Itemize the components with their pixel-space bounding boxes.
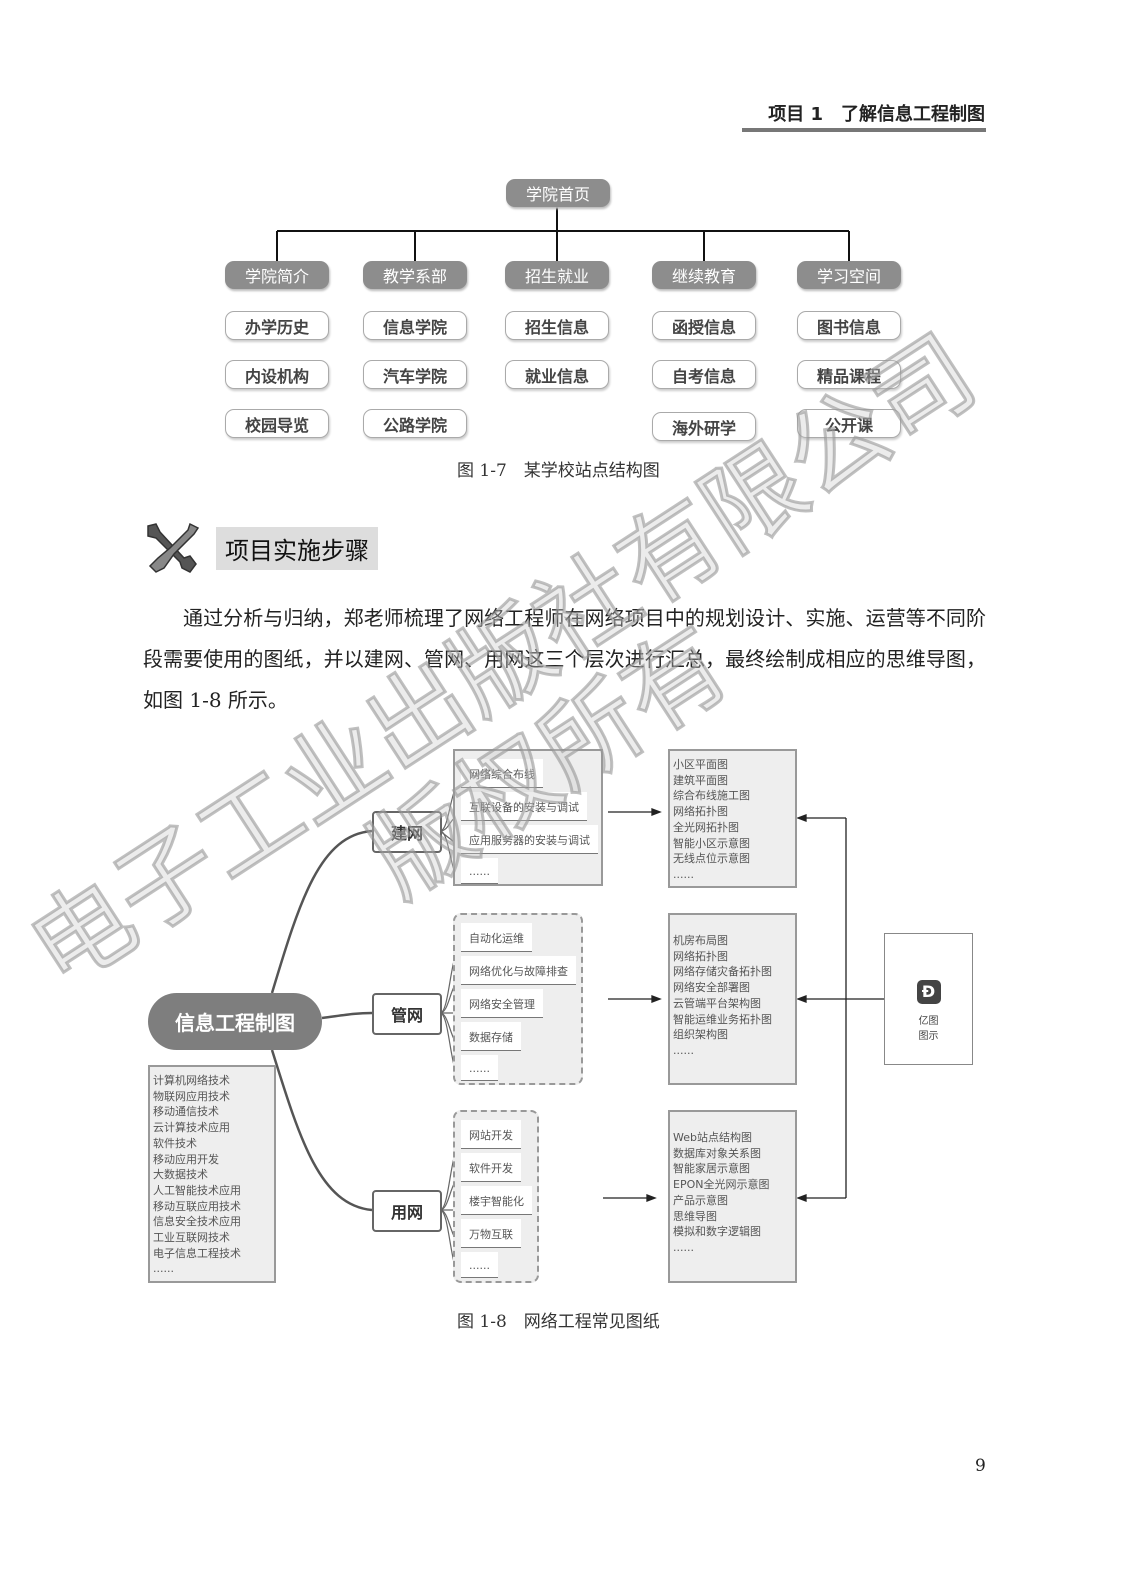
drawing-item: 综合布线施工图 (673, 789, 750, 803)
tree-page-node: 就业信息 (505, 360, 609, 389)
drawing-item: EPON全光网示意图 (673, 1178, 770, 1192)
major-item: 物联网应用技术 (153, 1089, 230, 1103)
drawing-item: 网络拓扑图 (673, 805, 728, 819)
drawing-list: 机房布局图网络拓扑图网络存储灾备拓扑图网络安全部署图云管端平台架构图智能运维业务… (668, 913, 797, 1085)
tree-page-node: 办学历史 (225, 311, 329, 340)
drawing-item: 全光网拓扑图 (673, 820, 739, 834)
task-item: 网络优化与故障排查 (461, 956, 576, 985)
drawing-item: 模拟和数字逻辑图 (673, 1225, 761, 1239)
task-group: 自动化运维网络优化与故障排查网络安全管理数据存储...... (453, 913, 583, 1085)
task-item: ...... (461, 1055, 498, 1081)
task-item: ...... (461, 858, 498, 884)
tree-page-node: 海外研学 (652, 412, 756, 441)
edraw-label-2: 图示 (918, 1031, 939, 1042)
branch-node-1: 管网 (372, 993, 442, 1035)
tree-category-node: 继续教育 (652, 261, 756, 289)
drawing-item: ...... (673, 1043, 694, 1057)
major-item: 云计算技术应用 (153, 1121, 230, 1135)
drawing-item: 智能家居示意图 (673, 1162, 750, 1176)
tree-root-node: 学院首页 (506, 179, 610, 207)
drawing-list: 小区平面图建筑平面图综合布线施工图网络拓扑图全光网拓扑图智能小区示意图无线点位示… (668, 749, 797, 888)
drawing-item: 思维导图 (673, 1209, 717, 1223)
drawing-item: ...... (673, 1240, 694, 1254)
task-group: 网站开发软件开发楼宇智能化万物互联...... (453, 1110, 539, 1283)
tree-category-node: 学习空间 (797, 261, 901, 289)
task-item: 应用服务器的安装与调试 (461, 825, 598, 854)
tree-page-node: 汽车学院 (363, 360, 467, 389)
tree-category-node: 学院简介 (225, 261, 329, 289)
tree-page-node: 公开课 (797, 409, 901, 438)
figure-caption-1-7: 图 1-7 某学校站点结构图 (457, 461, 660, 481)
drawing-item: 网络拓扑图 (673, 949, 728, 963)
drawing-item: ...... (673, 867, 694, 881)
task-item: 网络综合布线 (461, 759, 543, 788)
section-title: 项目实施步骤 (216, 527, 378, 570)
drawing-item: 智能运维业务拓扑图 (673, 1012, 772, 1026)
major-item: 软件技术 (153, 1136, 197, 1150)
major-item: 工业互联网技术 (153, 1231, 230, 1245)
task-group: 网络综合布线互联设备的安装与调试应用服务器的安装与调试...... (453, 749, 603, 886)
drawing-item: Web站点结构图 (673, 1131, 752, 1144)
major-item: 人工智能技术应用 (153, 1183, 241, 1197)
major-item: 移动互联应用技术 (153, 1199, 241, 1213)
paragraph-text: 通过分析与归纳，郑老师梳理了网络工程师在网络项目中的规划设计、实施、运营等不同阶… (143, 606, 986, 712)
drawing-item: 产品示意图 (673, 1193, 728, 1207)
major-item: ...... (153, 1262, 174, 1276)
tree-category-node: 教学系部 (363, 261, 467, 289)
tree-page-node: 公路学院 (363, 409, 467, 438)
task-item: 网络安全管理 (461, 989, 543, 1018)
tree-page-node: 招生信息 (505, 311, 609, 340)
major-item: 计算机网络技术 (153, 1074, 230, 1087)
drawing-item: 机房布局图 (673, 934, 728, 947)
edraw-tool-box: Ð 亿图 图示 (884, 933, 973, 1065)
task-item: 软件开发 (461, 1153, 521, 1182)
drawing-item: 无线点位示意图 (673, 852, 750, 866)
tools-icon (147, 522, 200, 573)
drawing-item: 数据库对象关系图 (673, 1146, 761, 1160)
edraw-label-1: 亿图 (918, 1016, 939, 1027)
figure-caption-1-8: 图 1-8 网络工程常见图纸 (457, 1312, 660, 1332)
drawing-item: 组织架构图 (673, 1028, 728, 1042)
major-item: 移动通信技术 (153, 1105, 219, 1119)
tree-page-node: 信息学院 (363, 311, 467, 340)
task-item: 自动化运维 (461, 923, 532, 952)
site-tree-connectors (276, 207, 850, 261)
tree-page-node: 内设机构 (225, 360, 329, 389)
drawing-item: 小区平面图 (673, 758, 728, 771)
tree-page-node: 图书信息 (797, 311, 901, 340)
header-rule (742, 128, 986, 132)
mindmap-center-node: 信息工程制图 (148, 993, 322, 1050)
running-header: 项目 1 了解信息工程制图 (768, 104, 985, 125)
task-item: 网站开发 (461, 1120, 521, 1149)
major-item: 移动应用开发 (153, 1152, 219, 1166)
drawing-item: 网络安全部署图 (673, 981, 750, 995)
drawing-item: 网络存储灾备拓扑图 (673, 965, 772, 979)
major-item: 大数据技术 (153, 1168, 208, 1182)
drawing-item: 建筑平面图 (673, 773, 728, 787)
drawing-item: 智能小区示意图 (673, 836, 750, 850)
task-item: 楼宇智能化 (461, 1186, 532, 1215)
branch-node-2: 用网 (372, 1190, 442, 1232)
tree-page-node: 自考信息 (652, 360, 756, 389)
tree-category-node: 招生就业 (505, 261, 609, 289)
task-item: 互联设备的安装与调试 (461, 792, 587, 821)
major-item: 电子信息工程技术 (153, 1246, 241, 1260)
tree-page-node: 精品课程 (797, 360, 901, 389)
task-item: 数据存储 (461, 1022, 521, 1051)
drawing-item: 云管端平台架构图 (673, 996, 761, 1010)
major-item: 信息安全技术应用 (153, 1215, 241, 1229)
page-number: 9 (975, 1456, 986, 1476)
task-item: ...... (461, 1252, 498, 1278)
majors-list: 计算机网络技术物联网应用技术移动通信技术云计算技术应用软件技术移动应用开发大数据… (148, 1065, 276, 1283)
task-item: 万物互联 (461, 1219, 521, 1248)
tree-page-node: 校园导览 (225, 409, 329, 438)
edraw-logo-icon: Ð (916, 980, 941, 1004)
tree-page-node: 函授信息 (652, 311, 756, 340)
body-paragraph: 通过分析与归纳，郑老师梳理了网络工程师在网络项目中的规划设计、实施、运营等不同阶… (143, 598, 986, 721)
branch-node-0: 建网 (372, 811, 442, 853)
drawing-list: Web站点结构图数据库对象关系图智能家居示意图 EPON全光网示意图产品示意图思维… (668, 1110, 797, 1283)
